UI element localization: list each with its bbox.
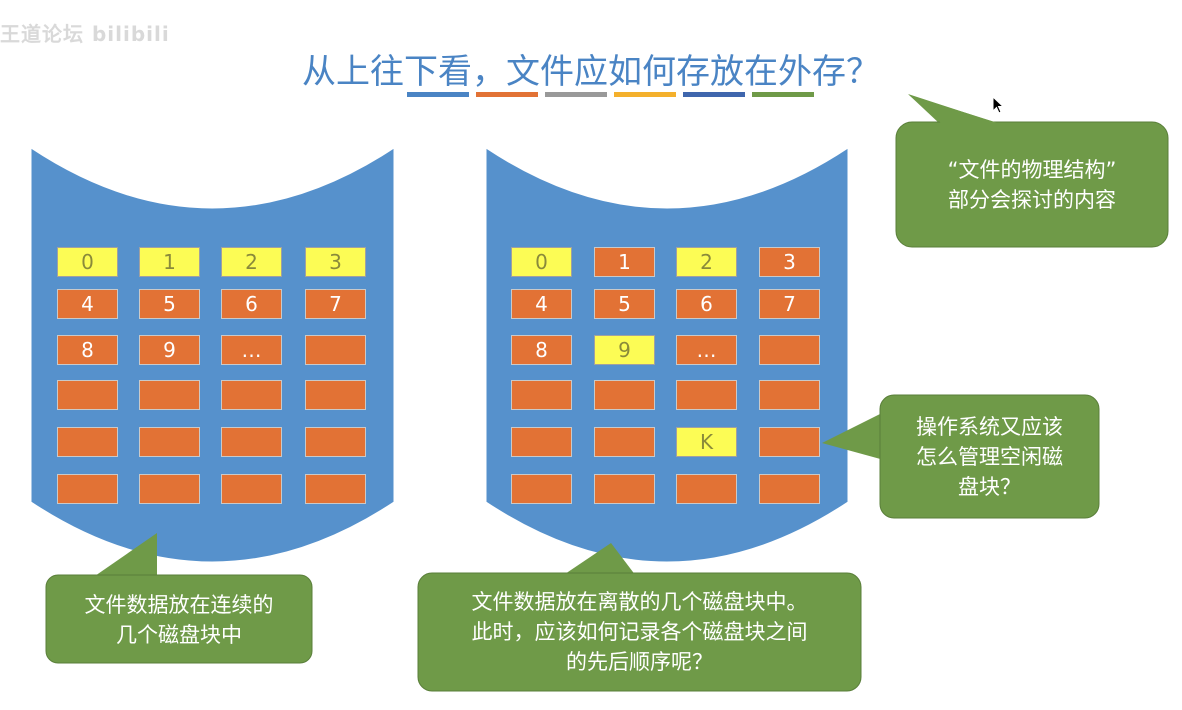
disk-right-block: … xyxy=(676,335,737,365)
color-swatch xyxy=(407,92,469,97)
disk-left-block xyxy=(305,335,366,365)
disk-left-block xyxy=(139,474,200,504)
callout-free-blocks: 操作系统又应该 怎么管理空闲磁 盘块？ xyxy=(880,412,1099,502)
callout-line: 的先后顺序呢？ xyxy=(566,650,713,674)
color-swatch xyxy=(614,92,676,97)
disk-right-block: 5 xyxy=(594,289,655,319)
color-swatch xyxy=(683,92,745,97)
callout-line: 文件数据放在离散的几个磁盘块中。 xyxy=(471,590,808,614)
disk-left-block xyxy=(139,380,200,410)
callout-line: 怎么管理空闲磁 xyxy=(916,445,1063,469)
callout-line: 操作系统又应该 xyxy=(916,415,1063,439)
callout-line: 文件数据放在连续的 xyxy=(84,593,274,617)
callout-line: 几个磁盘块中 xyxy=(116,623,242,647)
color-swatch xyxy=(752,92,814,97)
disk-left-block xyxy=(221,380,282,410)
color-swatch xyxy=(476,92,538,97)
disk-left-block xyxy=(305,474,366,504)
disk-left-block: 7 xyxy=(305,289,366,319)
callout-scattered: 文件数据放在离散的几个磁盘块中。 此时，应该如何记录各个磁盘块之间 的先后顺序呢… xyxy=(418,587,861,677)
disk-left-block: 2 xyxy=(221,247,282,277)
disk-left-block xyxy=(139,427,200,457)
callout-line: 部分会探讨的内容 xyxy=(948,188,1116,212)
disk-right-block: 2 xyxy=(676,247,737,277)
disk-right-block xyxy=(511,380,572,410)
disk-left-block: 6 xyxy=(221,289,282,319)
callout-free-blocks-shape xyxy=(822,394,1100,519)
disk-left-block xyxy=(305,427,366,457)
disk-right-block: 9 xyxy=(594,335,655,365)
callout-line: “文件的物理结构” xyxy=(947,158,1117,182)
disk-right-block xyxy=(511,474,572,504)
disk-right-block: 8 xyxy=(511,335,572,365)
color-swatch xyxy=(545,92,607,97)
watermark: 王道论坛 bilibili xyxy=(0,22,170,46)
disk-left-block: 8 xyxy=(57,335,118,365)
disk-right-block xyxy=(676,474,737,504)
disk-right-block xyxy=(759,380,820,410)
disk-left-block: 1 xyxy=(139,247,200,277)
callout-contiguous-shape xyxy=(45,533,313,664)
disk-right-block: K xyxy=(676,427,737,457)
disk-right-block: 4 xyxy=(511,289,572,319)
disk-right-block: 1 xyxy=(594,247,655,277)
callout-line: 此时，应该如何记录各个磁盘块之间 xyxy=(471,620,808,644)
disk-right-block xyxy=(759,335,820,365)
page-title: 从上往下看，文件应如何存放在外存？ xyxy=(302,52,880,92)
disk-right-block xyxy=(676,380,737,410)
color-bar xyxy=(407,92,814,97)
callout-physical-structure-shape xyxy=(895,94,1169,248)
disk-left-block: 5 xyxy=(139,289,200,319)
disk-right-cylinder xyxy=(485,147,849,563)
disk-right-block xyxy=(594,474,655,504)
disk-left-block xyxy=(57,380,118,410)
disk-right-block: 6 xyxy=(676,289,737,319)
disk-left-block: 3 xyxy=(305,247,366,277)
callout-scattered-shape xyxy=(417,543,862,692)
disk-left-block xyxy=(221,474,282,504)
disk-left-block xyxy=(305,380,366,410)
disk-right-block xyxy=(594,380,655,410)
disk-right-block xyxy=(759,474,820,504)
disk-right-block xyxy=(759,427,820,457)
disk-left-block: 0 xyxy=(57,247,118,277)
disk-right-block: 3 xyxy=(759,247,820,277)
callout-contiguous: 文件数据放在连续的 几个磁盘块中 xyxy=(46,590,312,650)
disk-left-block xyxy=(57,427,118,457)
disk-right-block: 0 xyxy=(511,247,572,277)
disk-left-block: 9 xyxy=(139,335,200,365)
callout-line: 盘块？ xyxy=(958,475,1021,499)
disk-left-block xyxy=(57,474,118,504)
disk-right-block: 7 xyxy=(759,289,820,319)
disk-left-block: … xyxy=(221,335,282,365)
disk-right-block xyxy=(511,427,572,457)
disk-left-block: 4 xyxy=(57,289,118,319)
disk-left-block xyxy=(221,427,282,457)
mouse-cursor-icon xyxy=(992,96,1005,114)
callout-physical-structure: “文件的物理结构” 部分会探讨的内容 xyxy=(896,155,1168,215)
disk-right-block xyxy=(594,427,655,457)
